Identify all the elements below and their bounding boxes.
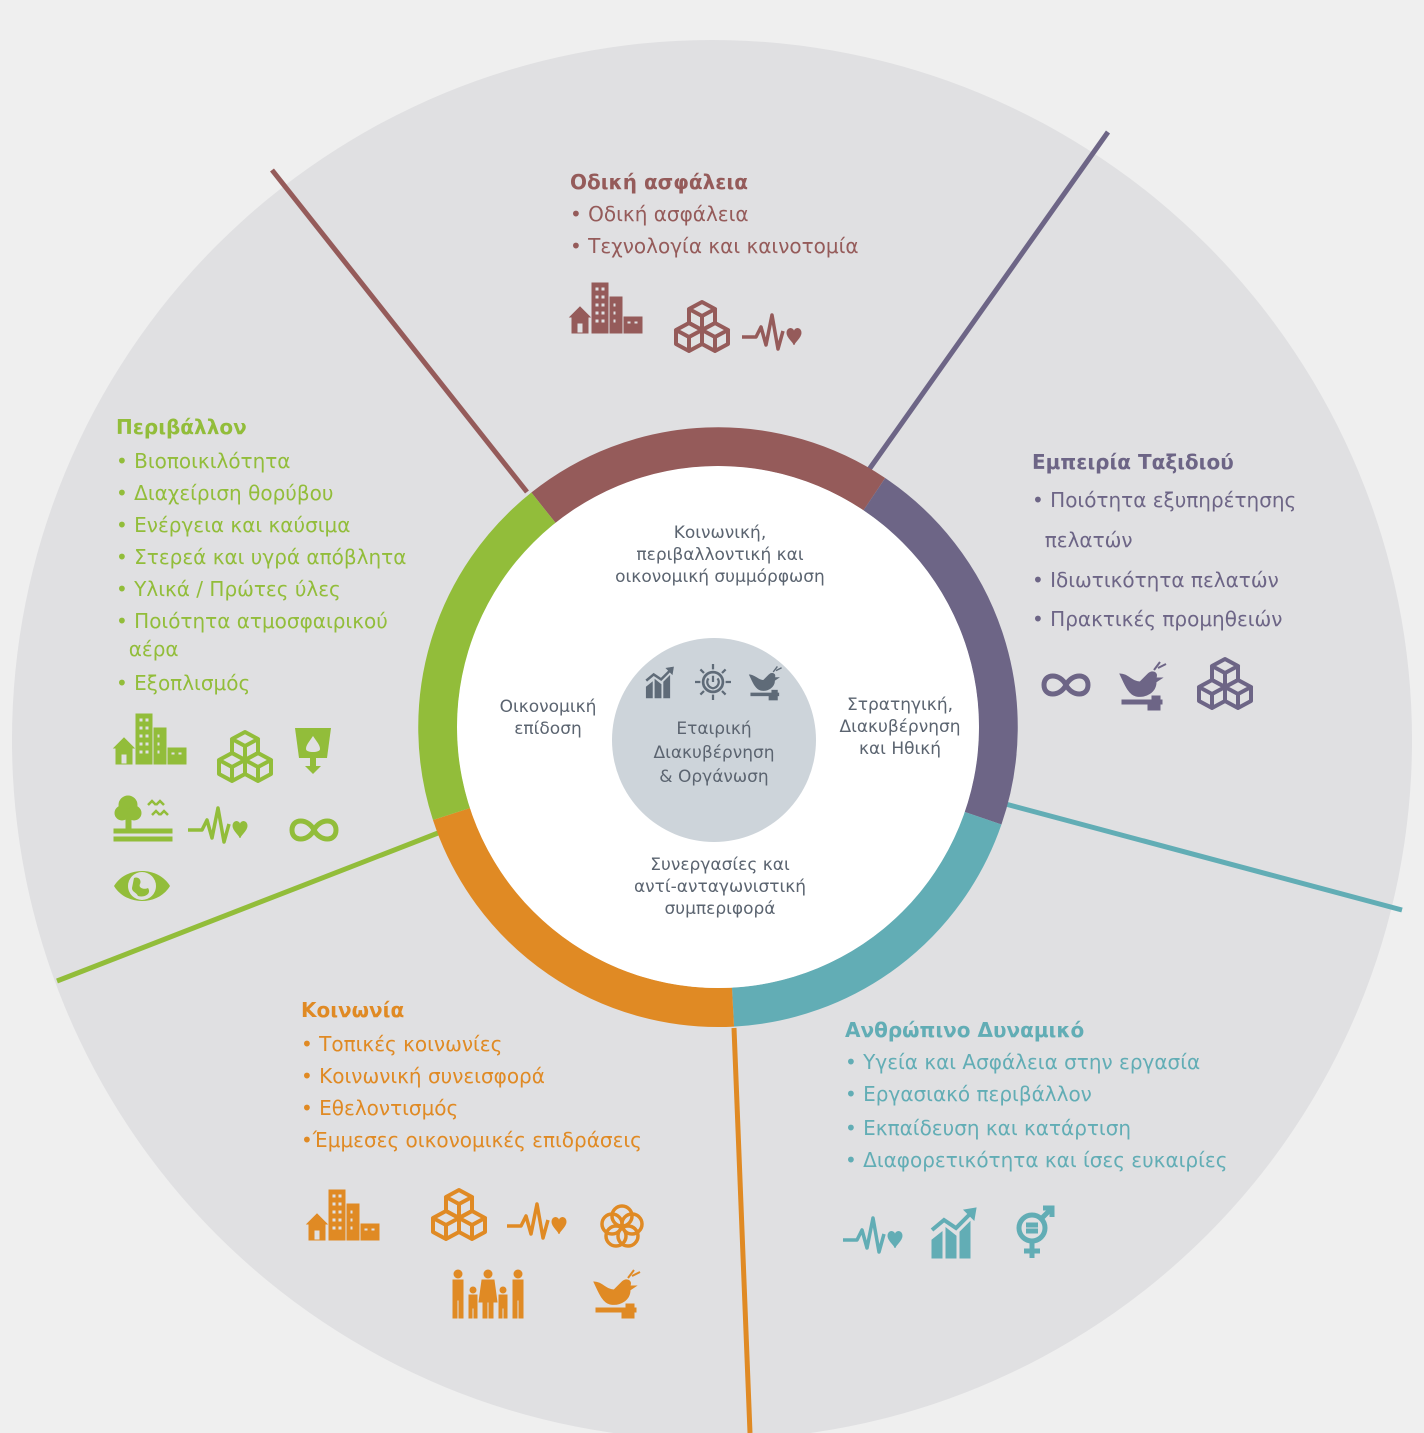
human-resources-item: • Διαφορετικότητα και ίσες ευκαιρίες [845, 1148, 1228, 1172]
road-safety-item: • Οδική ασφάλεια [570, 202, 749, 226]
inner-label-line: Οικονομική [499, 697, 597, 717]
human-resources-item: • Εργασιακό περιβάλλον [845, 1082, 1092, 1106]
ring-segment-road-safety [531, 427, 886, 524]
environment-title: Περιβάλλον [116, 415, 247, 439]
spoke-human-resources [967, 791, 1403, 913]
ring-segment-travel [863, 478, 1018, 825]
society-title: Κοινωνία [301, 998, 405, 1022]
spoke-travel [860, 130, 1111, 480]
inner-ring [418, 427, 1018, 1027]
core-label-line: & Οργάνωση [659, 767, 769, 787]
inner-label-line: Κοινωνική, [673, 523, 767, 543]
travel-item: • Πρακτικές προμηθειών [1032, 607, 1283, 631]
inner-label-right: Στρατηγική, Διακυβέρνηση και Ηθική [820, 694, 980, 760]
environment-item: αέρα [116, 637, 179, 661]
inner-label-line: αντί-ανταγωνιστική [633, 877, 807, 897]
road-safety-item: • Τεχνολογία και καινοτομία [570, 234, 859, 258]
human-resources-title: Ανθρώπινο Δυναμικό [845, 1018, 1085, 1042]
inner-label-line: Διακυβέρνηση [839, 717, 961, 737]
travel-title: Εμπειρία Ταξιδιού [1032, 450, 1234, 474]
inner-label-line: περιβαλλοντική και [636, 545, 804, 565]
human-resources-item: • Εκπαίδευση και κατάρτιση [845, 1116, 1132, 1140]
human-resources-item: • Υγεία και Ασφάλεια στην εργασία [845, 1050, 1201, 1074]
inner-label-bottom: Συνεργασίες και αντί-ανταγωνιστική συμπε… [600, 854, 840, 920]
core-label-line: Διακυβέρνηση [653, 743, 775, 763]
environment-item: • Στερεά και υγρά απόβλητα [116, 545, 407, 569]
environment-item: • Διαχείριση θορύβου [116, 481, 334, 505]
inner-label-line: συμπεριφορά [664, 899, 776, 919]
inner-label-line: Συνεργασίες και [650, 855, 790, 875]
environment-item: • Ενέργεια και καύσιμα [116, 513, 351, 537]
spoke-road-safety [270, 168, 529, 494]
travel-item: • Ποιότητα εξυπηρέτησης [1032, 488, 1297, 512]
ring-segment-environment [418, 492, 556, 821]
inner-label-line: και Ηθική [858, 739, 942, 759]
travel-item: πελατών [1032, 528, 1133, 552]
core-label-line: Εταιρική [676, 719, 752, 739]
society-item: • Κοινωνική συνεισφορά [301, 1064, 545, 1088]
spoke-society [731, 1027, 753, 1433]
society-item: • Τοπικές κοινωνίες [301, 1032, 503, 1056]
ring-segment-human-resources [731, 811, 1002, 1027]
core-label: Εταιρική Διακυβέρνηση & Οργάνωση [614, 717, 814, 789]
environment-item: • Ποιότητα ατμοσφαιρικού [116, 609, 388, 633]
inner-label-top: Κοινωνική, περιβαλλοντική και οικονομική… [580, 522, 860, 588]
environment-item: • Υλικά / Πρώτες ύλες [116, 577, 341, 601]
inner-label-left: Οικονομική επίδοση [478, 696, 618, 740]
ring-segment-society [432, 807, 735, 1027]
inner-label-line: οικονομική συμμόρφωση [615, 567, 825, 587]
environment-item: • Βιοποικιλότητα [116, 449, 291, 473]
society-item: •Έμμεσες οικονομικές επιδράσεις [301, 1128, 642, 1152]
inner-label-line: επίδοση [514, 719, 582, 739]
travel-item: • Ιδιωτικότητα πελατών [1032, 568, 1279, 592]
environment-item: • Εξοπλισμός [116, 671, 251, 695]
society-item: • Εθελοντισμός [301, 1096, 459, 1120]
inner-label-line: Στρατηγική, [847, 695, 953, 715]
road-safety-title: Οδική ασφάλεια [570, 170, 748, 194]
spoke-environment [56, 823, 457, 984]
